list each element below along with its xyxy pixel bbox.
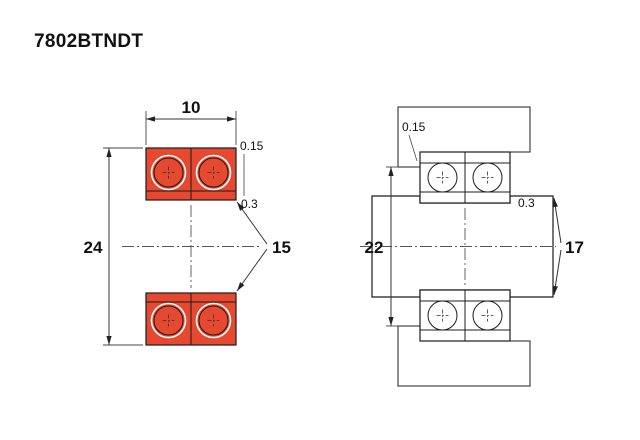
cage-ring	[150, 154, 187, 191]
shaft-fillet-label: 0.3	[518, 196, 535, 210]
housing-fillet-label: 0.15	[402, 120, 426, 134]
shaft-shoulder-dimension-line	[552, 249, 562, 296]
ball	[198, 157, 229, 188]
shaft-shoulder-dimension-line	[552, 197, 562, 244]
ball-center-mark	[162, 314, 175, 327]
cage-ring	[195, 154, 232, 191]
bore-dimension-line	[236, 201, 268, 245]
ball	[427, 162, 458, 193]
fillet-leader-line	[408, 134, 418, 162]
ball	[427, 300, 458, 331]
ball	[472, 162, 503, 193]
bore-dimension-line	[236, 248, 268, 292]
ball-center-mark	[162, 166, 175, 179]
inner-chamfer-label: 0.3	[241, 197, 258, 211]
ball-center-mark	[436, 171, 449, 184]
od-dimension-label: 24	[84, 238, 103, 257]
ball-center-mark	[481, 309, 494, 322]
cage-ring	[150, 302, 187, 339]
ball-center-mark	[207, 314, 220, 327]
ball	[472, 300, 503, 331]
figure-title: 7802BTNDT	[34, 31, 143, 52]
width-dimension-label: 10	[182, 98, 201, 117]
outer-chamfer-label: 0.15	[240, 139, 264, 153]
left-view-bearing-cross-section: 10 24 0.15 0.3 15	[84, 98, 291, 346]
housing-shoulder-dimension-label: 22	[365, 238, 384, 257]
label-halo	[399, 120, 434, 134]
ball	[153, 157, 184, 188]
ball	[153, 305, 184, 336]
bore-dimension-label: 15	[272, 238, 291, 257]
right-view-mounted-arrangement: 22 0.15 0.3 17	[360, 106, 584, 387]
ball-center-mark	[207, 166, 220, 179]
ball	[198, 305, 229, 336]
ball-center-mark	[481, 171, 494, 184]
ball-center-mark	[436, 309, 449, 322]
cage-ring	[195, 302, 232, 339]
shaft-shoulder-dimension-label: 17	[565, 238, 584, 257]
